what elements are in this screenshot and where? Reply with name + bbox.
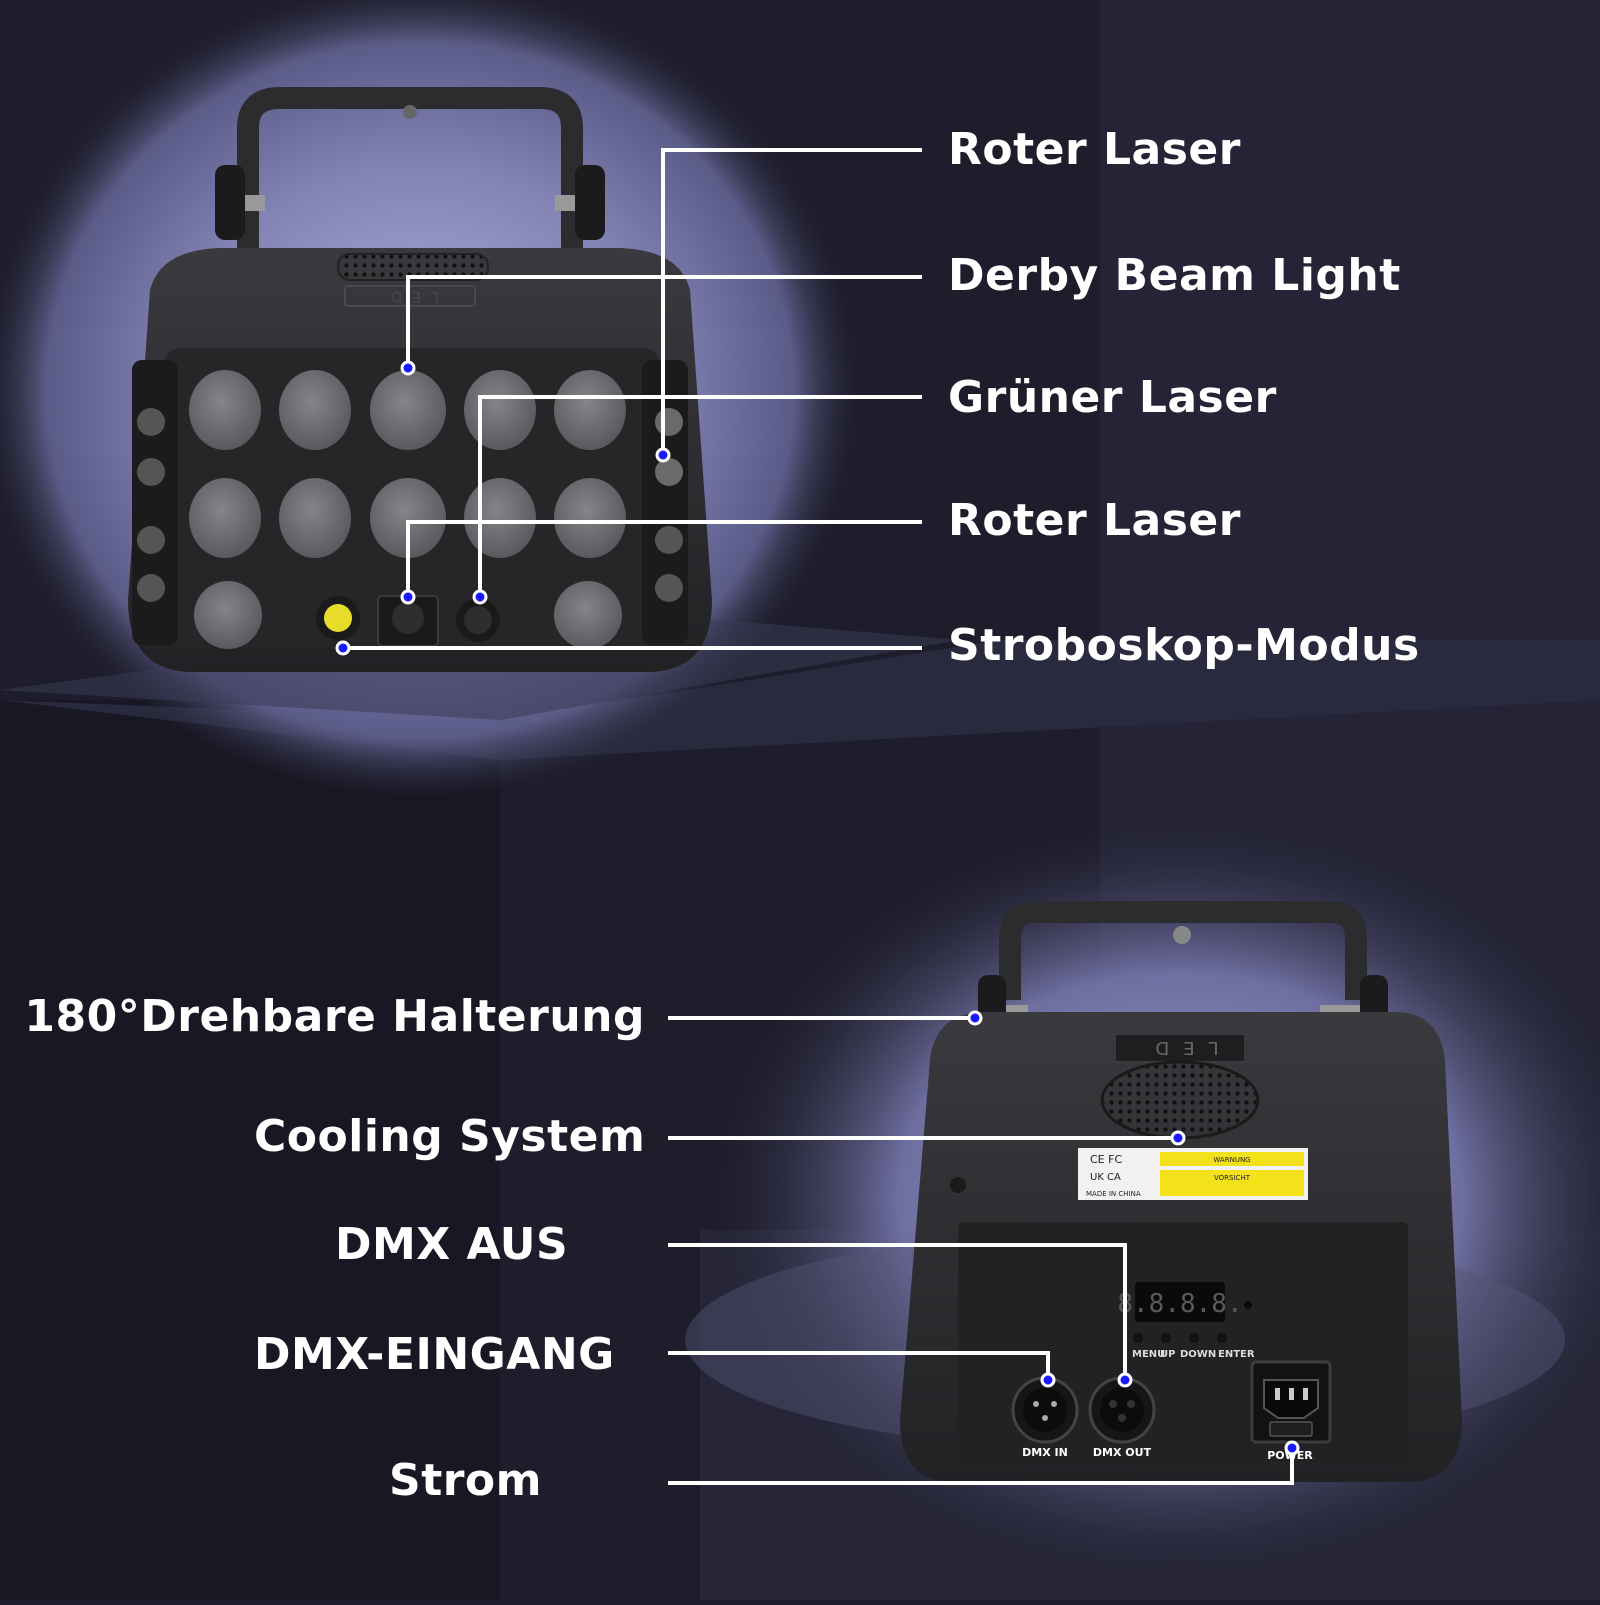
button-label-down: DOWN: [1180, 1349, 1216, 1360]
svg-text:VORSICHT: VORSICHT: [1214, 1174, 1251, 1182]
dmx-out-port: [1088, 1376, 1156, 1444]
button-label-up: UP: [1160, 1349, 1175, 1360]
label-red-laser-top: Roter Laser: [948, 124, 1241, 175]
label-dmx-in: DMX-EINGANG: [254, 1329, 615, 1380]
menu-buttons: [1133, 1333, 1227, 1343]
label-power: Strom: [389, 1455, 542, 1506]
svg-text:MADE IN CHINA: MADE IN CHINA: [1086, 1190, 1141, 1198]
led-display: 8.8.8.8.: [1117, 1282, 1243, 1322]
dmx-in-port-label: DMX IN: [1022, 1446, 1068, 1459]
svg-text:UK CA: UK CA: [1090, 1172, 1121, 1183]
cooling-fan-grille: [1100, 1060, 1260, 1140]
back-callouts: [668, 1016, 1294, 1485]
label-derby-beam-light: Derby Beam Light: [948, 250, 1401, 301]
front-device: LED: [128, 87, 712, 672]
label-red-laser-bottom: Roter Laser: [948, 495, 1241, 546]
power-socket: [1250, 1360, 1332, 1444]
label-bracket: 180°Drehbare Halterung: [24, 991, 645, 1042]
lens-grid: [189, 370, 626, 649]
bracket-knob-right: [555, 165, 605, 240]
green-laser-module: [456, 598, 500, 642]
label-strobe-mode: Stroboskop-Modus: [948, 620, 1420, 671]
warning-sticker: CE FC UK CA MADE IN CHINA WARNUNG VORSIC…: [1078, 1148, 1308, 1200]
back-device: LED CE FC UK CA MADE IN CHINA WARNUNG VO…: [900, 901, 1462, 1482]
bracket-knob-left: [215, 165, 265, 240]
label-dmx-out: DMX AUS: [335, 1219, 569, 1270]
front-callouts: [343, 148, 922, 650]
button-label-menu: MENU: [1132, 1349, 1165, 1360]
svg-text:8.8.8.8.: 8.8.8.8.: [1117, 1289, 1242, 1319]
front-callout-dots: [335, 360, 671, 656]
label-green-laser: Grüner Laser: [948, 372, 1277, 423]
strobe-module: [316, 596, 360, 640]
back-led-badge: LED: [1141, 1037, 1218, 1058]
back-callout-dots: [967, 1010, 1300, 1456]
side-led-left: [137, 408, 165, 602]
button-label-enter: ENTER: [1218, 1349, 1255, 1360]
svg-text:CE FC: CE FC: [1090, 1153, 1122, 1166]
label-cooling-system: Cooling System: [254, 1111, 646, 1162]
svg-text:WARNUNG: WARNUNG: [1213, 1156, 1250, 1164]
dmx-in-port: [1011, 1376, 1079, 1444]
dmx-out-port-label: DMX OUT: [1093, 1446, 1152, 1459]
